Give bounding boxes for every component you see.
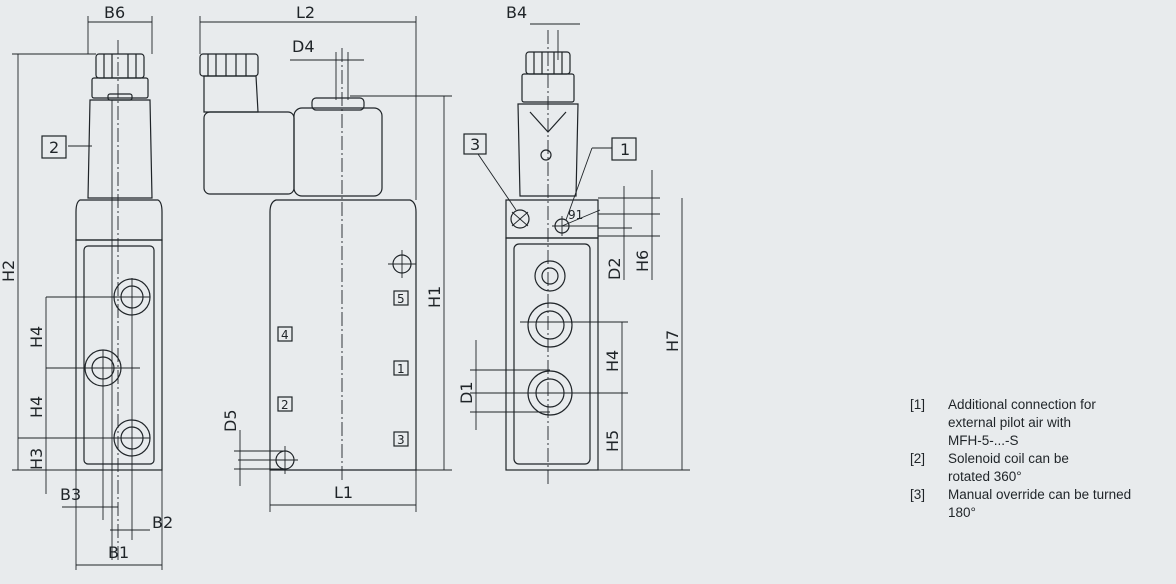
- legend-line: Solenoid coil can be: [948, 451, 1069, 466]
- angle-label: 91: [568, 208, 583, 222]
- legend-item-2: [2] Solenoid coil can be rotated 360°: [910, 450, 1176, 486]
- callout-leaders: [68, 145, 612, 221]
- port-3: 3: [397, 433, 405, 447]
- dim-label-l1: L1: [334, 483, 353, 502]
- legend-text: Solenoid coil can be rotated 360°: [948, 450, 1176, 486]
- dim-label-b1: B1: [108, 543, 129, 562]
- legend-line: 180°: [948, 505, 976, 520]
- dim-label-d2: D2: [605, 258, 624, 281]
- dim-label-h4-upper: H4: [27, 326, 46, 348]
- dim-label-b2: B2: [152, 513, 173, 532]
- legend: [1] Additional connection for external p…: [910, 396, 1176, 522]
- port-1: 1: [397, 362, 405, 376]
- callout-3: 3: [470, 135, 480, 154]
- dim-label-d4: D4: [292, 37, 315, 56]
- legend-num: [3]: [910, 487, 926, 502]
- callout-box-2: [41, 135, 67, 159]
- callout-1: 1: [620, 140, 630, 159]
- dim-label-h2: H2: [0, 260, 18, 282]
- end-view: [470, 30, 628, 485]
- legend-item-3: [3] Manual override can be turned 180°: [910, 486, 1176, 522]
- end-dimensions: [475, 23, 690, 471]
- legend-line: Manual override can be turned: [948, 487, 1132, 502]
- legend-text: Manual override can be turned 180°: [948, 486, 1176, 522]
- side-dimensions: [199, 16, 452, 512]
- front-view: [18, 40, 163, 560]
- callout-2: 2: [49, 138, 59, 157]
- legend-num: [1]: [910, 397, 926, 412]
- dim-label-b6: B6: [104, 3, 125, 22]
- dim-label-h4-right: H4: [603, 350, 622, 372]
- dim-label-h4-lower: H4: [27, 396, 46, 418]
- callout-box-1: [611, 137, 637, 161]
- port-5: 5: [397, 292, 405, 306]
- callout-box-3: [463, 133, 487, 155]
- front-dimensions: [12, 16, 163, 570]
- legend-text: Additional connection for external pilot…: [948, 396, 1176, 450]
- dim-label-d5: D5: [221, 410, 240, 433]
- port-4: 4: [281, 328, 289, 342]
- dim-label-l2: L2: [296, 3, 315, 22]
- legend-num: [2]: [910, 451, 926, 466]
- port-2: 2: [281, 398, 289, 412]
- legend-line: Additional connection for: [948, 397, 1096, 412]
- dim-label-b3: B3: [60, 485, 81, 504]
- dim-label-h1: H1: [425, 286, 444, 308]
- dim-label-h3: H3: [27, 448, 46, 470]
- legend-line: external pilot air with: [948, 415, 1072, 430]
- dim-label-h6: H6: [633, 250, 652, 272]
- dim-label-h5: H5: [603, 430, 622, 452]
- legend-item-1: [1] Additional connection for external p…: [910, 396, 1176, 450]
- legend-line: rotated 360°: [948, 469, 1022, 484]
- dim-label-h7: H7: [663, 330, 682, 352]
- dim-label-d1: D1: [457, 382, 476, 405]
- legend-line: MFH-5-...-S: [948, 433, 1019, 448]
- dim-label-b4: B4: [506, 3, 527, 22]
